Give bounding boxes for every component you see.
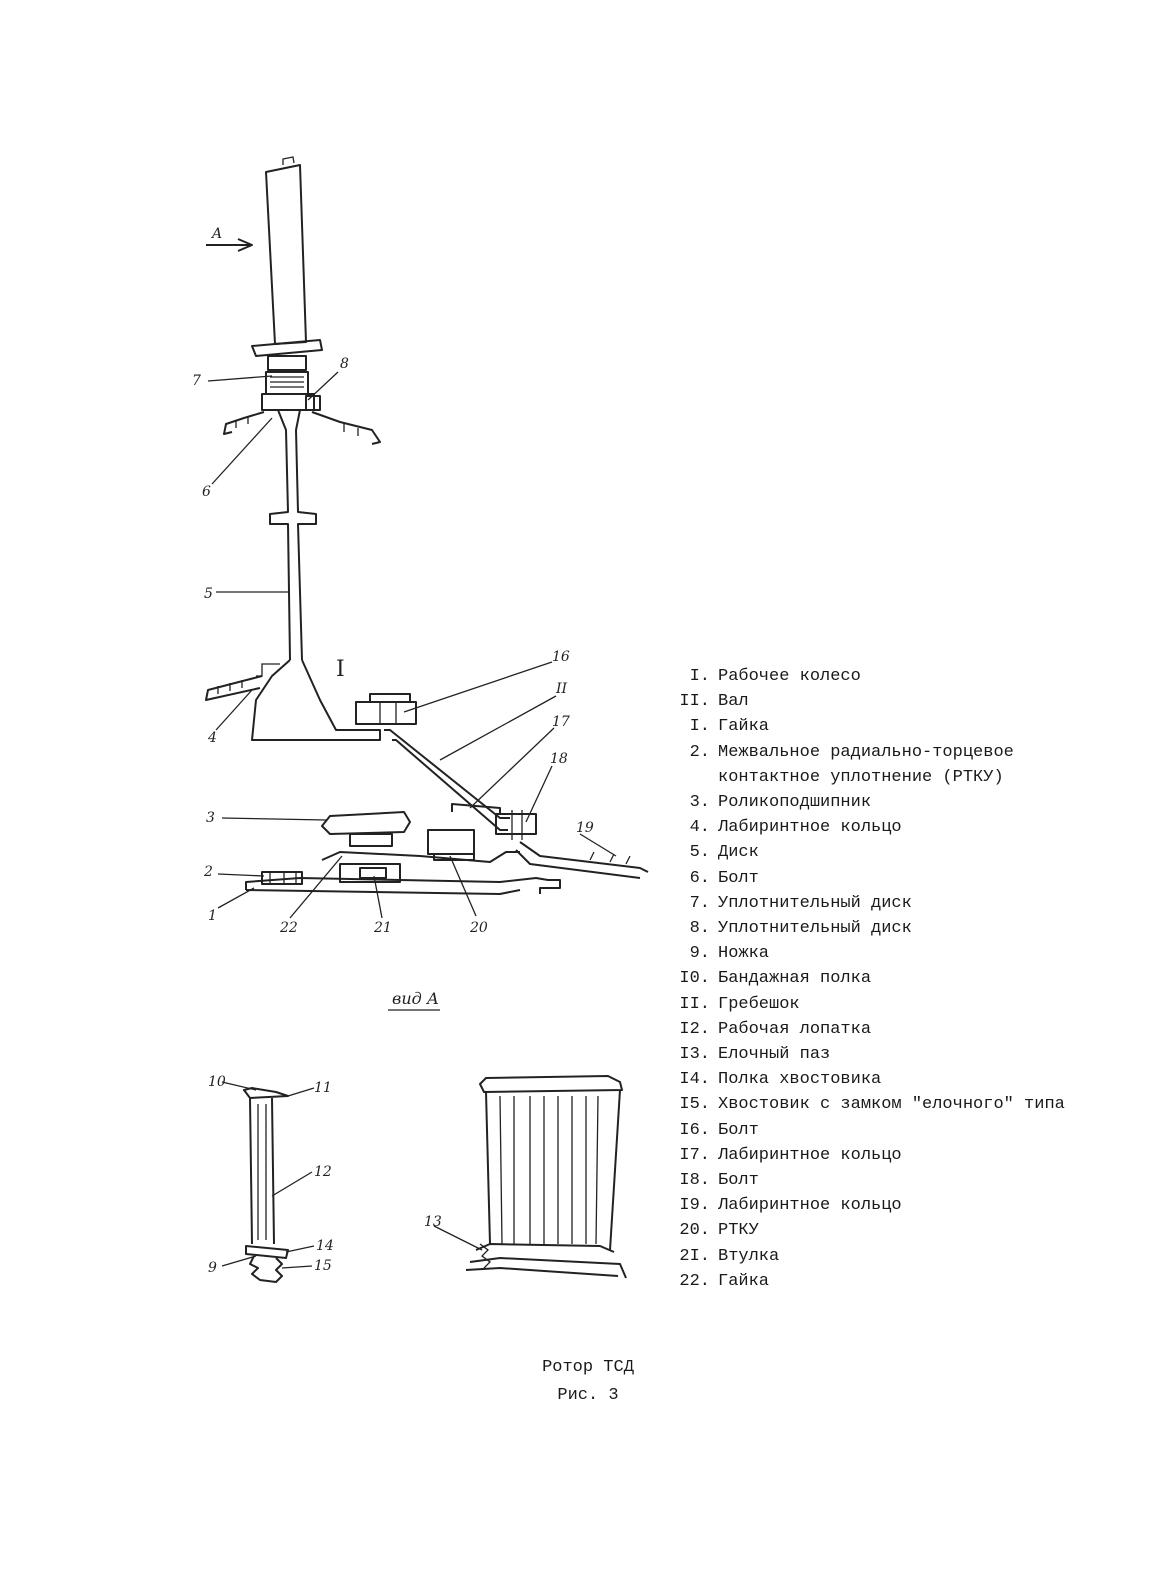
legend-item: 22.Гайка [679, 1271, 770, 1291]
callout-5: 5 [204, 586, 213, 602]
legend-item: 7.Уплотнительный диск [689, 893, 912, 913]
callout-18: 18 [550, 751, 568, 767]
callout-3: 3 [206, 810, 215, 826]
legend-item: II.Вал [679, 692, 749, 712]
callout-20: 20 [469, 920, 488, 936]
callout-9: 9 [208, 1260, 217, 1276]
single-blade-view [221, 1081, 315, 1283]
callout-16: 16 [552, 649, 570, 665]
legend-item: 2.Межвальное радиально-торцевое [689, 742, 1014, 762]
callout-labels: A 7 8 6 5 I 4 16 II 17 18 19 3 2 1 22 21… [192, 226, 594, 1276]
main-section [205, 156, 649, 895]
legend-item: II.Гребешок [679, 994, 800, 1014]
legend-item: I4.Полка хвостовика [679, 1070, 882, 1090]
legend-item: 8.Уплотнительный диск [689, 919, 912, 939]
legend-item: I6.Болт [679, 1120, 759, 1140]
callout-10: 10 [208, 1074, 226, 1090]
legend-item: 9.Ножка [689, 944, 770, 964]
figure-caption: Ротор ТСД Рис. 3 [0, 1354, 1166, 1410]
legend-item: I.Гайка [689, 717, 770, 737]
callout-1: 1 [208, 908, 217, 924]
callout-2: 2 [203, 864, 213, 880]
legend-item: I5.Хвостовик с замком "елочного" типа [679, 1095, 1065, 1115]
legend-item: 6.Болт [689, 868, 759, 888]
caption-title: Ротор ТСД [542, 1358, 634, 1377]
legend-item: I0.Бандажная полка [679, 969, 872, 989]
callout-17: 17 [552, 714, 570, 730]
legend-item: контактное уплотнение (РТКУ) [718, 767, 1004, 787]
legend-item: 5.Диск [689, 843, 759, 863]
callout-7: 7 [192, 373, 201, 389]
legend-item: I3.Елочный паз [679, 1045, 831, 1065]
legend-item: I2.Рабочая лопатка [679, 1019, 872, 1039]
legend-item: I7.Лабиринтное кольцо [679, 1145, 902, 1165]
legend-item: 3.Роликоподшипник [689, 793, 872, 813]
callout-8: 8 [340, 356, 349, 372]
callout-12: 12 [314, 1164, 332, 1180]
legend-item: I.Рабочее колесо [689, 667, 861, 686]
callout-19: 19 [576, 820, 594, 836]
legend-item: I9.Лабиринтное кольцо [679, 1196, 902, 1216]
legend-item: 2I.Втулка [679, 1246, 780, 1266]
legend-item: 20.РТКУ [679, 1221, 759, 1241]
legend-item: 4.Лабиринтное кольцо [689, 818, 902, 838]
callout-21: 21 [373, 920, 392, 936]
callout-13: 13 [424, 1214, 442, 1230]
blade-cascade-view [433, 1075, 627, 1279]
caption-figure-number: Рис. 3 [557, 1386, 619, 1405]
leader-lines [207, 371, 617, 919]
legend-item: I8.Болт [679, 1171, 759, 1191]
callout-6: 6 [202, 484, 211, 500]
callout-22: 22 [279, 920, 298, 936]
callout-15: 15 [314, 1258, 332, 1274]
wheel-marker: I [336, 657, 345, 682]
view-a-arrow-label: A [210, 226, 222, 242]
shaft-marker: II [555, 681, 568, 697]
view-a-title: вид А [392, 989, 439, 1008]
parts-legend: I.Рабочее колесо II.Вал I.Гайка 2.Межвал… [676, 664, 1065, 1294]
callout-4: 4 [207, 730, 217, 746]
callout-11: 11 [314, 1080, 332, 1096]
callout-14: 14 [316, 1238, 334, 1254]
